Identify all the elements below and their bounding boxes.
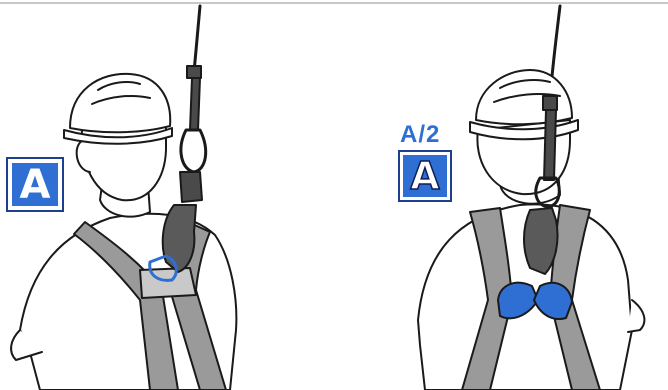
right-snap-hook — [524, 208, 558, 274]
left-label-badge: A — [6, 157, 64, 212]
left-lifeline-rope — [194, 6, 200, 72]
left-harness-back-plate — [140, 268, 196, 298]
right-label-badge: A — [398, 150, 452, 202]
left-lanyard-strap — [190, 78, 200, 130]
right-label-text: A — [403, 155, 447, 197]
left-label-text: A — [12, 163, 58, 206]
left-lanyard-collar — [187, 66, 201, 78]
right-caption-label: A/2 — [400, 121, 440, 149]
right-lanyard-strap — [544, 110, 556, 180]
left-lanyard-loop — [181, 130, 206, 172]
right-lanyard-collar — [543, 96, 557, 110]
left-shock-absorber — [180, 172, 202, 202]
